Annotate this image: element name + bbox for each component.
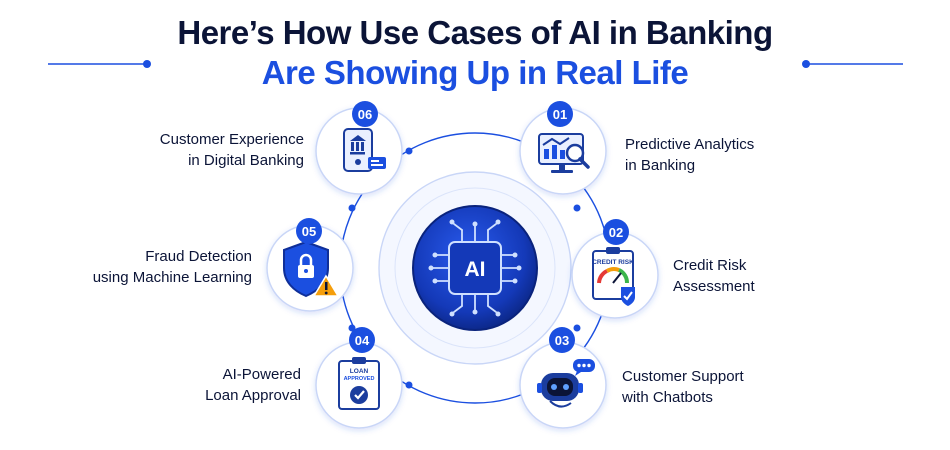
badge-05: 05	[296, 218, 322, 244]
credit-risk-icon-text: CREDIT RISK	[592, 259, 634, 266]
title-line-1: Here’s How Use Cases of AI in Banking	[177, 14, 773, 51]
svg-text:05: 05	[302, 224, 316, 239]
ai-core-label: AI	[465, 258, 486, 281]
label-use-case-06: Customer Experience in Digital Banking	[159, 131, 304, 169]
svg-text:04: 04	[355, 333, 370, 348]
use-case-node-06	[315, 107, 403, 195]
chatbot-icon	[537, 359, 595, 408]
label-use-case-05: Fraud Detection using Machine Learning	[92, 248, 252, 286]
use-case-node-05	[266, 224, 354, 312]
badge-06: 06	[352, 101, 378, 127]
approved-icon-text: APPROVED	[344, 376, 375, 382]
mobile-bank-icon	[343, 128, 386, 172]
inner-ring-2	[394, 187, 556, 349]
ai-core: AI	[412, 205, 538, 331]
label-use-case-03: Customer Support with Chatbots	[622, 368, 744, 406]
svg-text:02: 02	[609, 225, 623, 240]
title-decoration-right	[802, 60, 903, 68]
title-decoration-left	[48, 60, 151, 68]
use-case-node-04: LOAN APPROVED	[315, 341, 403, 429]
shield-lock-icon	[283, 240, 340, 298]
svg-text:01: 01	[553, 107, 567, 122]
label-use-case-01: Predictive Analytics in Banking	[625, 136, 755, 174]
credit-risk-clipboard-icon: CREDIT RISK	[592, 247, 635, 306]
loan-icon-text: LOAN	[350, 368, 369, 375]
svg-text:06: 06	[358, 107, 372, 122]
badge-01: 01	[547, 101, 573, 127]
orbit-dots	[348, 147, 581, 389]
title-line-2: Are Showing Up in Real Life	[261, 54, 689, 91]
label-use-case-02: Credit Risk Assessment	[673, 257, 755, 295]
analytics-monitor-icon	[538, 133, 590, 173]
badge-02: 02	[603, 219, 629, 245]
use-case-node-01	[519, 107, 607, 195]
loan-approved-clipboard-icon: LOAN APPROVED	[338, 357, 380, 410]
use-case-node-02: CREDIT RISK	[571, 231, 659, 319]
circuit-icon	[432, 223, 518, 313]
label-use-case-04: AI-Powered Loan Approval	[205, 366, 301, 404]
svg-text:03: 03	[555, 333, 569, 348]
use-case-node-03	[519, 341, 607, 429]
badge-04: 04	[349, 327, 375, 353]
badge-03: 03	[549, 327, 575, 353]
